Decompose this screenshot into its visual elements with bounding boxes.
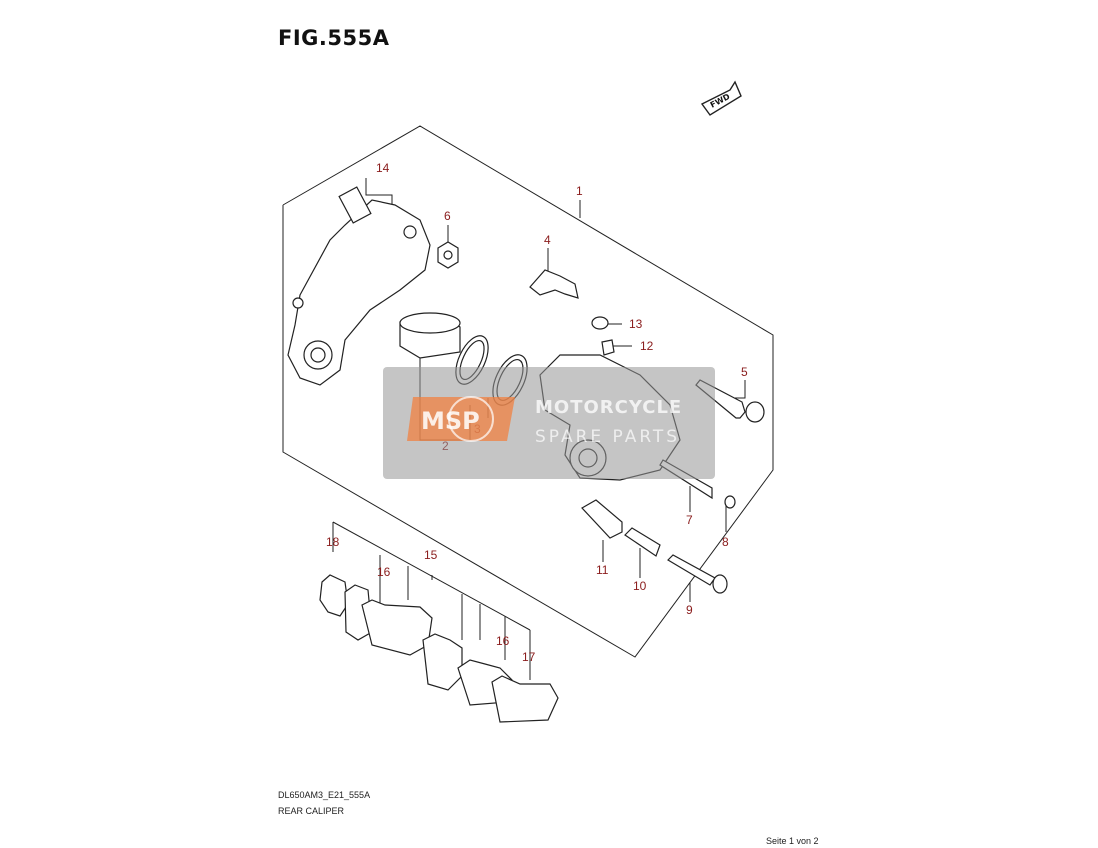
bleeder-valve [601, 339, 615, 356]
callout-12: 12 [640, 339, 654, 353]
callout-14: 14 [376, 161, 390, 175]
msp-logo-text: MSP [421, 407, 480, 435]
callout-13: 13 [629, 317, 643, 331]
watermark-overlay: MSP MOTORCYCLE SPARE PARTS [383, 367, 715, 479]
callout-6: 6 [444, 209, 451, 223]
callout-1: 1 [576, 184, 583, 198]
fwd-arrow: FWD [700, 80, 742, 116]
watermark-line2: SPARE PARTS [535, 427, 681, 447]
callout-11: 11 [596, 563, 609, 577]
footer-code: DL650AM3_E21_555A [278, 790, 371, 800]
callout-5: 5 [741, 365, 748, 379]
pad-shim [319, 574, 349, 617]
bleeder-cap [591, 316, 609, 330]
callout-16-b: 16 [496, 634, 510, 648]
brake-pad-c [422, 633, 463, 691]
assembly-frame [282, 125, 774, 658]
watermark-line1: MOTORCYCLE [535, 397, 683, 418]
figure-title: FIG.555A [278, 26, 390, 50]
callout-7: 7 [686, 513, 693, 527]
footer-caption: REAR CALIPER [278, 806, 345, 816]
msp-logo: MSP [407, 396, 515, 442]
pad-spring [529, 269, 579, 299]
sleeve [624, 527, 661, 557]
callout-18: 18 [326, 535, 340, 549]
callout-4: 4 [544, 233, 551, 247]
callout-10: 10 [633, 579, 647, 593]
callout-15: 15 [424, 548, 438, 562]
dust-boot [581, 499, 623, 539]
page-indicator: Seite 1 von 2 [766, 836, 819, 846]
callout-9: 9 [686, 603, 693, 617]
pad-shim-2 [491, 675, 559, 723]
callout-16-a: 16 [377, 565, 391, 579]
callout-8: 8 [722, 535, 729, 549]
plug [724, 495, 736, 509]
brake-pad-b [361, 599, 433, 656]
callout-17: 17 [522, 650, 536, 664]
